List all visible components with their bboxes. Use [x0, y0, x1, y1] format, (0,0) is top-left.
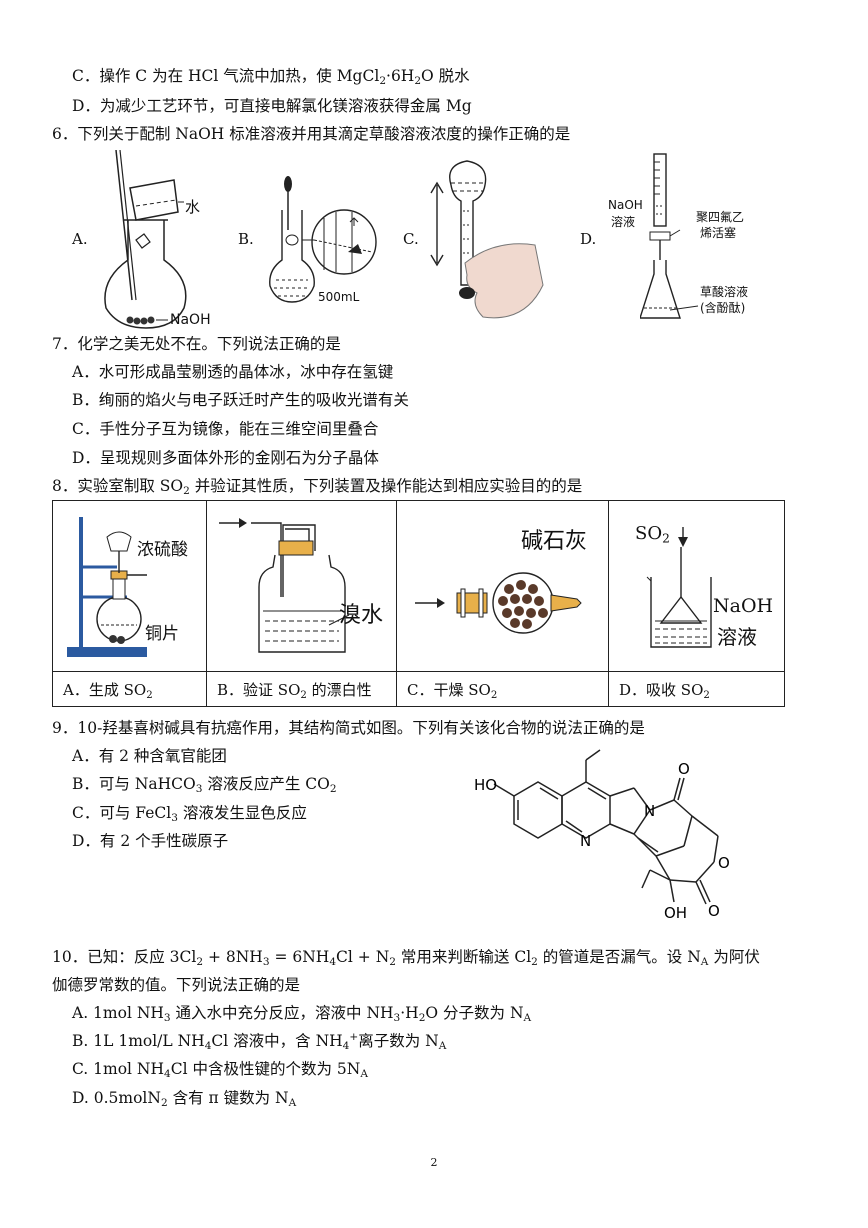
struct-ho-label: HO [474, 776, 497, 794]
q6-stem: 6．下列关于配制 NaOH 标准溶液并用其滴定草酸溶液浓度的操作正确的是 [52, 125, 571, 143]
q8d-so2-label: SO2 [635, 523, 670, 546]
q8-caption-a: A．生成 SO2 [52, 671, 207, 707]
q6-label-b: B. [238, 230, 254, 248]
struct-o-label-1: O [678, 760, 690, 778]
q8d-solution-label: 溶液 [717, 625, 757, 649]
struct-o-label-3: O [708, 902, 720, 920]
q9-stem: 9．10-羟基喜树碱具有抗癌作用，其结构简式如图。下列有关该化合物的说法正确的是 [52, 719, 645, 737]
page-number: 2 [430, 1156, 438, 1169]
q9-structure-formula: HO N N O O O OH [474, 749, 730, 922]
q5-option-d: D．为减少工艺环节，可直接电解氯化镁溶液获得金属 Mg [72, 97, 472, 115]
q6-label-d: D. [580, 230, 597, 248]
q8-figure-a [67, 517, 147, 657]
q9-option-a: A．有 2 种含氧官能团 [72, 747, 227, 765]
q10-option-d: D. 0.5molN2 含有 π 键数为 NA [72, 1089, 297, 1109]
q6-label-c: C. [403, 230, 419, 248]
q10-option-b: B. 1L 1mol/L NH4Cl 溶液中，含 NH4+离子数为 NA [72, 1031, 447, 1052]
q8b-bromine-label: 溴水 [339, 603, 384, 628]
q8-cell-c: 碱石灰 [396, 500, 609, 672]
q8c-lime-label: 碱石灰 [521, 529, 588, 554]
struct-n-label-2: N [644, 802, 655, 820]
struct-o-label-2: O [718, 854, 730, 872]
q7-stem: 7．化学之美无处不在。下列说法正确的是 [52, 335, 341, 353]
q8a-copper-label: 铜片 [145, 624, 179, 644]
struct-n-label-1: N [580, 832, 591, 850]
q10-option-c: C. 1mol NH4Cl 中含极性键的个数为 5NA [72, 1060, 368, 1080]
struct-oh-label: OH [664, 904, 687, 922]
q9-option-b: B．可与 NaHCO3 溶液反应产生 CO2 [72, 775, 337, 795]
q7-option-b: B．绚丽的焰火与电子跃迁时产生的吸收光谱有关 [72, 391, 409, 409]
q8-figure-c [415, 572, 582, 634]
q8-cell-b: 溴水 [206, 500, 397, 672]
q8-cell-d: SO2 NaOH 溶液 [608, 500, 785, 672]
q10-stem-line1: 10．已知：反应 3Cl2 + 8NH3 = 6NH4Cl + N2 常用来判断… [52, 948, 760, 968]
q7-option-a: A．水可形成晶莹剔透的晶体冰，冰中存在氢键 [72, 363, 394, 381]
q8-caption-b: B．验证 SO2 的漂白性 [206, 671, 397, 707]
q8-stem: 8．实验室制取 SO2 并验证其性质，下列装置及操作能达到相应实验目的的是 [52, 477, 583, 497]
q10-stem-line2: 伽德罗常数的值。下列说法正确的是 [52, 976, 301, 994]
q6a-naoh-label: NaOH [170, 312, 211, 328]
q6-label-a: A. [72, 230, 88, 248]
q6d-naoh-label: NaOH [608, 198, 643, 212]
q6b-volume-label: 500mL [318, 290, 360, 304]
q6a-water-label: 水 [185, 198, 201, 216]
q8-apparatus-table: 浓硫酸 铜片 溴水 [52, 500, 785, 707]
q6-figure-a [104, 150, 187, 329]
q7-option-d: D．呈现规则多面体外形的金刚石为分子晶体 [72, 449, 379, 467]
q6d-solution-label: 溶液 [611, 215, 636, 229]
q9-option-d: D．有 2 个手性碳原子 [72, 832, 229, 850]
q6d-oxalic-label-1: 草酸溶液 [700, 285, 749, 299]
q10-option-a: A. 1mol NH3 通入水中充分反应，溶液中 NH3·H2O 分子数为 NA [72, 1004, 532, 1024]
q6-figure-c [430, 160, 544, 319]
q6d-ptfe-label-1: 聚四氟乙 [696, 210, 745, 224]
q8-caption-c: C．干燥 SO2 [396, 671, 609, 707]
q6d-oxalic-label-2: (含酚酞) [700, 301, 746, 315]
q7-option-c: C．手性分子互为镜像，能在三维空间里叠合 [72, 420, 379, 438]
q9-option-c: C．可与 FeCl3 溶液发生显色反应 [72, 804, 307, 824]
q6-figure-b [269, 176, 377, 303]
q8-cell-a: 浓硫酸 铜片 [52, 500, 207, 672]
q8-caption-d: D．吸收 SO2 [608, 671, 785, 707]
q8-figure-b [219, 518, 350, 653]
q6d-ptfe-label-2: 烯活塞 [700, 226, 737, 240]
q6-figure-d [640, 153, 699, 319]
q8d-naoh-label: NaOH [713, 595, 774, 617]
q8-figure-d [646, 527, 712, 648]
q8a-acid-label: 浓硫酸 [137, 540, 188, 560]
q5-option-c: C．操作 C 为在 HCl 气流中加热，使 MgCl2·6H2O 脱水 [72, 67, 470, 87]
